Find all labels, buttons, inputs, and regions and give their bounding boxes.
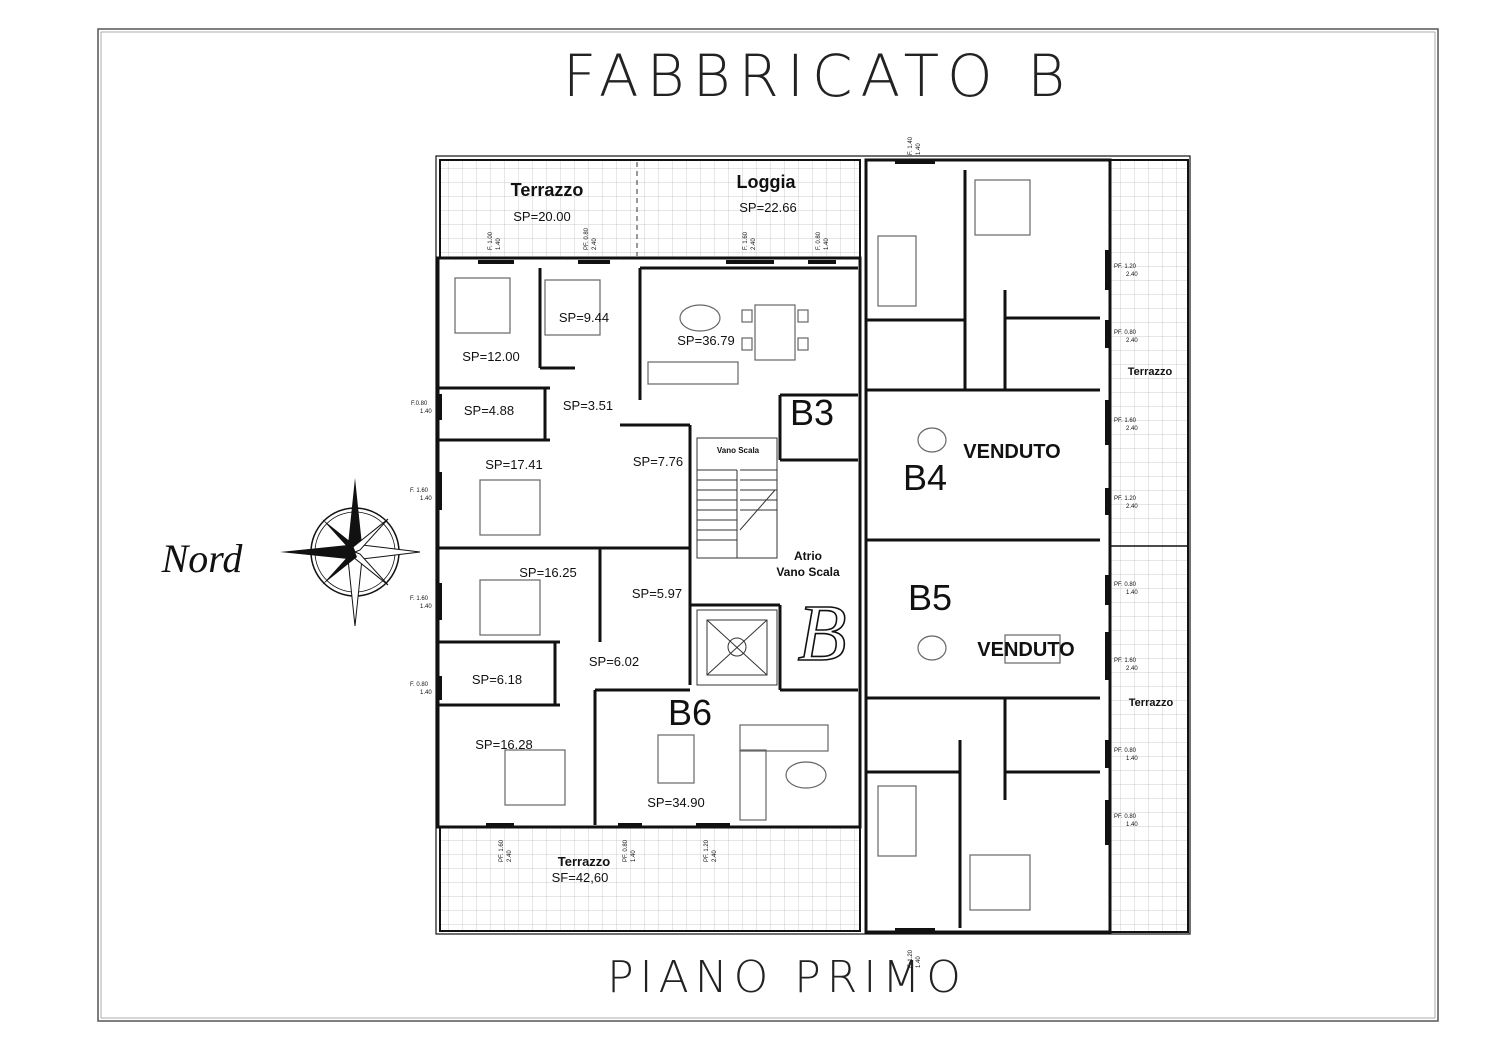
window-label: F. 1.60	[743, 231, 749, 250]
terrace-right-lower-name: Terrazzo	[1129, 697, 1174, 709]
building-letter: B	[798, 590, 847, 678]
compass-rose	[280, 478, 421, 627]
window-height: 2.40	[1126, 272, 1138, 278]
loggia-area: SP=22.66	[739, 200, 796, 215]
room-area: SP=34.90	[647, 795, 704, 810]
unit-b5-label: B5	[908, 577, 952, 618]
unit-b4-status: VENDUTO	[963, 441, 1060, 463]
window-label: PF. 0.80	[584, 227, 590, 250]
window-label: PF. 1.60	[1114, 418, 1137, 424]
room-area: SP=7.76	[633, 454, 683, 469]
terrace-bottom-name: Terrazzo	[558, 854, 611, 869]
room-area: SP=9.44	[559, 310, 609, 325]
window-height: 2.40	[1126, 666, 1138, 672]
drawing-title: FABBRICATO B	[563, 42, 1073, 110]
unit-b5-status: VENDUTO	[977, 639, 1074, 661]
window-height: 2.40	[1126, 504, 1138, 510]
window-height: 2.40	[1126, 338, 1138, 344]
unit-b3-label: B3	[790, 392, 834, 433]
window-height: 1.40	[916, 956, 922, 968]
floor-title: PIANO PRIMO	[607, 952, 967, 1003]
window-label: PF. 1.20	[704, 839, 710, 862]
terrace-right-upper-name: Terrazzo	[1128, 366, 1173, 378]
room-area: SP=4.88	[464, 403, 514, 418]
window-height: 1.40	[824, 238, 830, 250]
terrace-top-name: Terrazzo	[511, 180, 584, 200]
room-area: SP=6.02	[589, 654, 639, 669]
window-height: 1.40	[916, 143, 922, 155]
window-label: F. 1.20	[908, 949, 914, 968]
atrio-label: Atrio	[794, 549, 822, 563]
window-height: 2.40	[712, 850, 718, 862]
window-label: F. 1.60	[410, 488, 429, 494]
window-height: 1.40	[1126, 590, 1138, 596]
atrio-stair-label: Vano Scala	[776, 565, 840, 579]
sheet-frame	[97, 28, 1439, 1022]
window-marks	[438, 160, 1109, 932]
window-label: F.0.80	[411, 401, 428, 407]
window-label: PF. 1.60	[1114, 658, 1137, 664]
window-height: 1.40	[631, 850, 637, 862]
room-area: SP=16.25	[519, 565, 576, 580]
window-height: 1.40	[420, 690, 432, 696]
window-label: PF. 1.20	[1114, 496, 1137, 502]
furniture	[454, 179, 1061, 911]
room-area: SP=16.28	[475, 737, 532, 752]
window-label: F. 0.80	[410, 682, 429, 688]
interior-walls	[438, 266, 858, 825]
window-label: PF. 0.80	[1114, 582, 1137, 588]
window-label: PF. 0.80	[1114, 330, 1137, 336]
window-label: PF. 0.80	[1114, 814, 1137, 820]
window-height: 1.40	[420, 496, 432, 502]
terrace-bottom-area: SF=42,60	[552, 870, 609, 885]
terrace-bottom	[439, 826, 861, 932]
stair-label: Vano Scala	[717, 446, 760, 455]
window-height: 1.40	[420, 604, 432, 610]
wall-west-block	[436, 256, 862, 829]
window-label: PF. 0.80	[1114, 748, 1137, 754]
room-area: SP=12.00	[462, 349, 519, 364]
room-area: SP=6.18	[472, 672, 522, 687]
window-height: 1.40	[1126, 822, 1138, 828]
window-height: 2.40	[592, 238, 598, 250]
compass-label: Nord	[161, 536, 244, 581]
elevator	[696, 609, 778, 686]
window-label: PF. 1.60	[499, 839, 505, 862]
window-height: 2.40	[1126, 426, 1138, 432]
room-area: SP=36.79	[677, 333, 734, 348]
window-height: 1.40	[1126, 756, 1138, 762]
room-area: SP=5.97	[632, 586, 682, 601]
window-label: F. 1.00	[488, 231, 494, 250]
window-height: 2.40	[751, 238, 757, 250]
loggia-name: Loggia	[737, 172, 797, 192]
terrace-top	[439, 159, 861, 259]
window-height: 1.40	[496, 238, 502, 250]
unit-b6-label: B6	[668, 692, 712, 733]
window-height: 1.40	[420, 409, 432, 415]
window-label: PF. 1.20	[1114, 264, 1137, 270]
terrace-top-area: SP=20.00	[513, 209, 570, 224]
unit-b4-label: B4	[903, 457, 947, 498]
room-area: SP=17.41	[485, 457, 542, 472]
window-label: PF. 0.80	[623, 839, 629, 862]
window-label: F. 1.60	[410, 596, 429, 602]
window-label: F. 0.80	[816, 231, 822, 250]
window-label: F. 1.40	[908, 136, 914, 155]
wall-east-block	[864, 158, 1112, 934]
window-height: 2.40	[507, 850, 513, 862]
room-area: SP=3.51	[563, 398, 613, 413]
